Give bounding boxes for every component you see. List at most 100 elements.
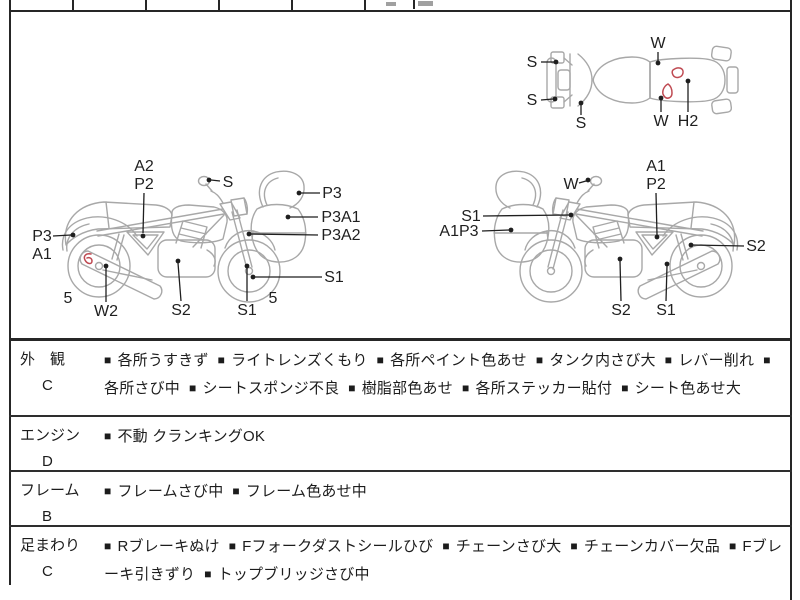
category-name: エンジン: [20, 427, 81, 444]
leader-line: [665, 265, 668, 302]
condition-item: ■ 樹脂部色あせ: [348, 380, 453, 397]
condition-items: ■各所うすきず■ライトレンズくもり■各所ペイント色あせ■タンク内さび大■レバー削…: [103, 341, 792, 415]
diagram-label-p2: P2: [646, 176, 666, 193]
bullet-square-icon: ■: [104, 353, 112, 367]
condition-item-text: Fブレーキ引きずり: [104, 538, 783, 583]
condition-item: ■各所ステッカー貼付: [462, 380, 612, 397]
marker-dot: [568, 212, 574, 218]
leader-line: [482, 214, 570, 217]
condition-item: ■レバー削れ: [665, 352, 754, 369]
marker-dot: [688, 242, 694, 248]
marker-dot: [617, 256, 623, 262]
condition-item-text: 不動 クランキングOK: [117, 428, 266, 445]
bullet-square-icon: ■: [570, 539, 578, 553]
category-grade: C: [42, 563, 53, 580]
diagram-label-w: W: [653, 113, 669, 130]
condition-item: ■ シートスポンジ不良: [189, 380, 339, 397]
damage-mark-red: [662, 67, 684, 99]
marker-dot: [658, 95, 664, 101]
condition-item-text: フレームさび中: [117, 483, 224, 500]
marker-dot: [175, 258, 181, 264]
diagram-label-p3: P3: [32, 228, 52, 245]
marker-dot: [578, 100, 584, 106]
condition-item-text: 各所さび中: [104, 380, 181, 397]
bullet-square-icon: ■: [728, 539, 737, 553]
diagram-label-s: S: [223, 174, 234, 191]
condition-item-text: 樹脂部色あせ: [361, 380, 453, 397]
diagram-label-s1: S1: [461, 208, 481, 225]
bullet-square-icon: ■: [376, 353, 385, 367]
condition-item-text: ライトレンズくもり: [231, 352, 368, 369]
damage-mark-red: [83, 253, 93, 265]
table-divider: [413, 0, 415, 9]
category-grade: C: [42, 377, 53, 394]
marker-dot: [585, 177, 591, 183]
left-view-motorcycle: [61, 170, 307, 303]
bullet-square-icon: ■: [228, 539, 237, 553]
leader-line: [210, 179, 221, 182]
diagram-label-5: 5: [269, 290, 278, 307]
condition-item-text: レバー削れ: [678, 352, 755, 369]
condition-item-text: Rブレーキぬけ: [117, 538, 220, 555]
marker-dot: [552, 96, 558, 102]
diagram-label-p3a1: P3A1: [321, 209, 360, 226]
bullet-square-icon: ■: [461, 381, 470, 395]
right-view-motorcycle: [493, 170, 739, 303]
condition-item-text: チェーンカバー欠品: [583, 538, 720, 555]
condition-item: ■Fブレーキ引きずり: [104, 538, 782, 583]
diagram-label-a2: A2: [134, 158, 154, 175]
diagram-label-s1: S1: [656, 302, 676, 319]
category-grade: B: [42, 508, 53, 525]
leader-line: [540, 98, 554, 101]
front-cowl: [493, 170, 550, 263]
diagram-label-s2: S2: [746, 238, 766, 255]
cropped-text-fragment: [418, 1, 433, 6]
marker-dot: [654, 234, 660, 240]
table-divider: [291, 0, 293, 10]
marker-dot: [285, 214, 291, 220]
condition-item: ■ 各所さび中: [104, 352, 777, 397]
condition-items: ■フレームさび中 ■フレーム色あせ中: [103, 472, 792, 525]
diagram-label-s: S: [576, 115, 587, 132]
condition-item-text: フレーム色あせ中: [245, 483, 368, 500]
diagram-label-h2: H2: [678, 113, 699, 130]
condition-item: ■フレーム色あせ中: [232, 483, 367, 500]
leader-line: [655, 192, 658, 236]
diagram-label-s: S: [527, 92, 538, 109]
condition-item: ■Rブレーキぬけ: [104, 538, 220, 555]
marker-dot: [140, 233, 146, 239]
diagram-label-a1: A1: [32, 246, 52, 263]
bullet-square-icon: ■: [189, 381, 197, 395]
bullet-square-icon: ■: [204, 567, 212, 581]
diagram-label-a1p3: A1P3: [439, 223, 478, 240]
condition-item: ■ライトレンズくもり: [218, 352, 368, 369]
marker-dot: [508, 227, 514, 233]
condition-item: ■ チェーンカバー欠品: [570, 538, 720, 555]
table-divider: [145, 0, 147, 10]
marker-dot: [296, 190, 302, 196]
sheet-right-border: [790, 0, 792, 600]
diagram-label-s2: S2: [171, 302, 191, 319]
leader-line: [177, 262, 182, 302]
diagram-label-s2: S2: [611, 302, 631, 319]
bullet-square-icon: ■: [442, 539, 450, 553]
condition-item-text: シートスポンジ不良: [202, 380, 340, 397]
marker-dot: [246, 231, 252, 237]
condition-item: ■各所うすきず: [104, 352, 209, 369]
diagram-label-w: W: [650, 35, 666, 52]
marker-dot: [250, 274, 256, 280]
marker-dot: [70, 232, 76, 238]
diagram-label-s1: S1: [237, 302, 257, 319]
condition-items: ■不動 クランキングOK: [103, 417, 792, 470]
condition-item-text: トップブリッジさび中: [217, 566, 370, 583]
category-grade: D: [42, 453, 53, 470]
bullet-square-icon: ■: [763, 353, 771, 367]
bullet-square-icon: ■: [348, 381, 356, 395]
condition-item: ■フレームさび中: [104, 483, 223, 500]
leader-line: [250, 233, 319, 236]
